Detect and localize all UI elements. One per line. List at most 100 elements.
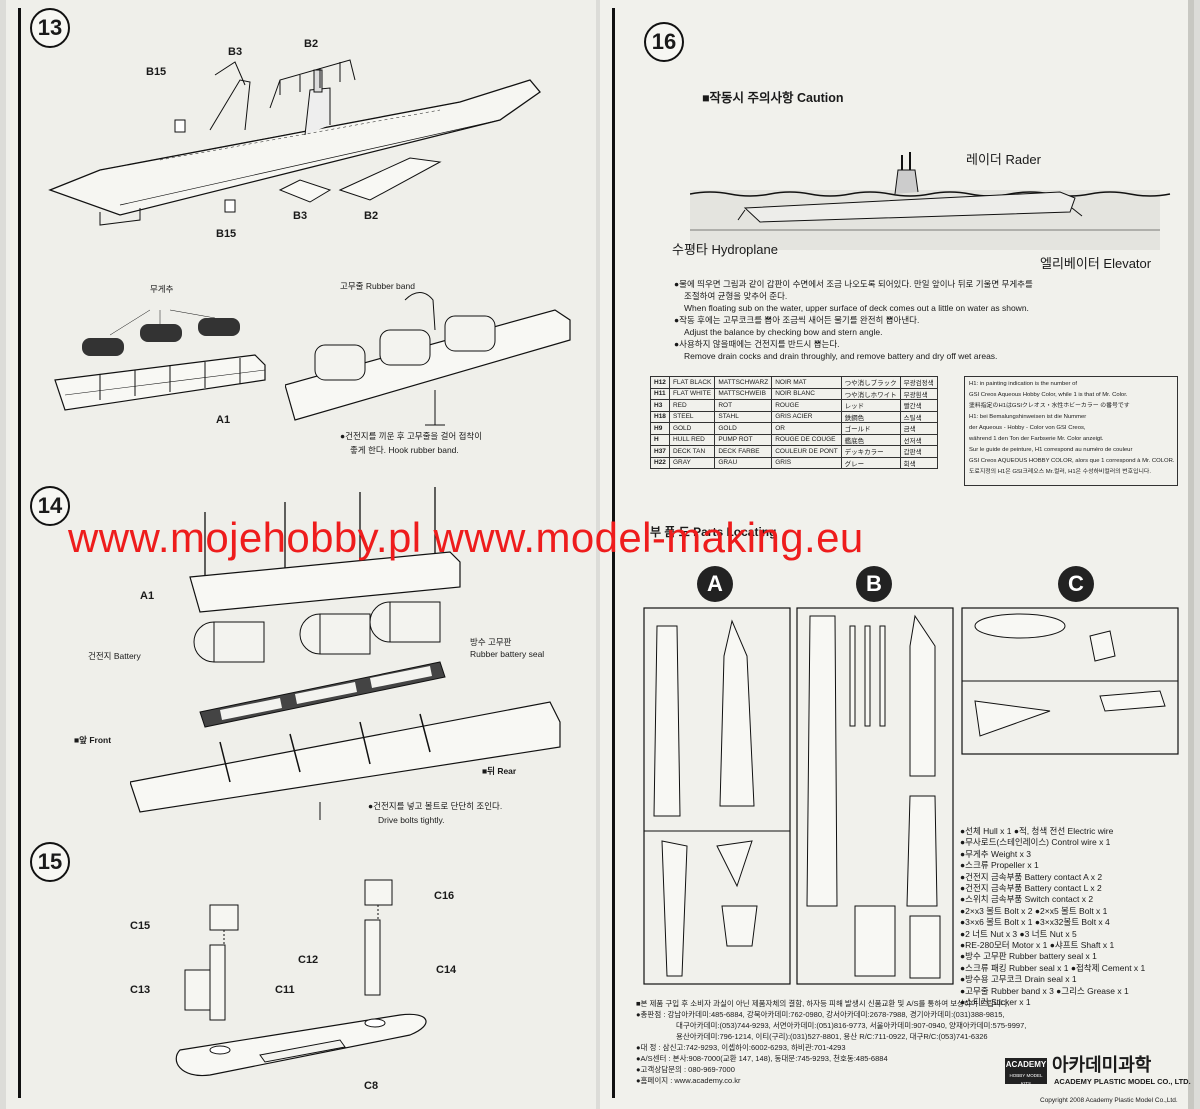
paint-name-cell: HULL RED <box>668 433 716 446</box>
paint-name-cell: 스틸색 <box>899 410 938 423</box>
paint-name-cell: RED <box>668 399 716 412</box>
label-c8: C8 <box>364 1080 379 1092</box>
parts-list-item: ●방수 고무판 Rubber battery seal x 1 <box>960 951 1097 962</box>
paint-name-cell: OR <box>771 422 842 435</box>
watermark-text: www.mojehobby.pl www.model-making.eu <box>68 514 864 561</box>
step-13-badge: 13 <box>30 8 70 48</box>
footer-note-line: ●총판점 : 강남아카데미:485-6884, 강북아카데미:762-0980,… <box>636 1010 1005 1019</box>
page-border <box>612 8 615 1098</box>
page-border <box>18 8 21 1098</box>
paint-name-cell: DECK FARBE <box>714 445 773 458</box>
runner-a-drawing <box>643 607 791 985</box>
parts-list: ●선체 Hull x 1 ●적, 청색 전선 Electric wire ●무사… <box>960 826 1190 1009</box>
parts-list-item: ●스크류 패킹 Rubber seal x 1 ●접착제 Cement x 1 <box>960 962 1146 973</box>
label-c11: C11 <box>275 984 295 996</box>
paint-name-cell: 무광검정색 <box>899 376 938 389</box>
note-line: ●작동 후에는 고무코크를 뽑아 조금씩 새어든 물기를 완전히 뽑아낸다. <box>674 315 920 325</box>
elevator-label: 엘리베이터 Elevator <box>1040 256 1152 271</box>
step-13-hull-drawing <box>48 59 541 226</box>
paint-name-cell: 鉄鋼色 <box>840 410 901 423</box>
legend-line: GSI Creos AQUEOUS HOBBY COLOR, alors que… <box>969 458 1175 464</box>
footer-note-line: ●홈페이지 : www.academy.co.kr <box>636 1076 741 1085</box>
paint-name-cell: ROUGE <box>771 399 842 412</box>
paint-name-cell: MATTSCHWARZ <box>714 376 773 389</box>
label-c13: C13 <box>130 984 151 996</box>
footer-service-notes: ■본 제품 구입 후 소비자 과실이 아닌 제품자체의 결함, 하자등 피해 발… <box>636 998 1086 1086</box>
paint-name-cell: 艦底色 <box>840 433 901 446</box>
academy-logo: ACADEMY HOBBY MODEL KITS <box>1005 1058 1047 1086</box>
note-line: Remove drain cocks and drain throughly, … <box>684 351 998 361</box>
paint-code-cell: H22 <box>650 456 670 469</box>
step-14-badge: 14 <box>30 486 70 526</box>
paint-name-cell: DECK TAN <box>668 445 716 458</box>
runner-c-badge: C <box>1058 566 1094 602</box>
paint-name-cell: グレー <box>840 456 901 469</box>
parts-list-item: ●건전지 금속부품 Battery contact L x 2 <box>960 883 1102 894</box>
step-13-note-line1: ●건전지를 끼운 후 고무줄을 걸어 접착이 <box>340 431 483 441</box>
parts-list-item: ●건전지 금속부품 Battery contact A x 2 <box>960 871 1103 882</box>
paint-name-cell: つや消しブラック <box>840 376 901 389</box>
rubber-band-drawing <box>285 292 571 426</box>
label-b3-bottom: B3 <box>293 210 308 222</box>
paint-name-cell: NOIR BLANC <box>771 387 842 400</box>
footer-note-line: ●A/S센터 : 본사:908-7000(교환 147, 148), 동대문:7… <box>636 1054 888 1063</box>
paint-name-cell: レッド <box>840 399 901 412</box>
caution-heading: ■작동시 주의사항 Caution <box>702 91 844 105</box>
step-14-note-line1: ●건전지를 넣고 볼트로 단단히 조인다. <box>368 801 503 811</box>
parts-list-item: ●3×x6 볼트 Bolt x 1 ●3×x32볼트 Bolt x 4 <box>960 917 1110 928</box>
paint-code-cell: H11 <box>650 387 670 400</box>
parts-list-item: ●스크류 Propeller x 1 <box>960 860 1039 871</box>
parts-list-item: ●방수용 고무코크 Drain seal x 1 <box>960 974 1077 985</box>
step-15-stand-drawing <box>175 879 427 1077</box>
paint-name-cell: GOLD <box>714 422 773 435</box>
battery-box-drawing <box>54 309 266 411</box>
parts-list-item: ●2 너트 Nut x 3 ●3 너트 Nut x 5 <box>960 928 1077 939</box>
paint-name-cell: 회색 <box>899 456 938 469</box>
legend-line: 도료지정의 H1은 GSI크레오스 Mr.컬러, H1은 수성하비컬러의 번호입… <box>969 469 1151 475</box>
note-line: ●물에 띄우면 그림과 같이 갑판이 수면에서 조금 나오도록 되어있다. 만일… <box>674 279 1033 289</box>
note-line: Adjust the balance by checking bow and s… <box>684 327 883 337</box>
label-b2-top: B2 <box>304 38 319 50</box>
label-c12: C12 <box>298 954 319 966</box>
legend-line: während 1 den Ton der Farbserie Mr. Colo… <box>969 436 1104 442</box>
parts-list-item: ●고무줄 Rubber band x 3 ●그리스 Grease x 1 <box>960 985 1129 996</box>
paint-name-cell: 무광흰색 <box>899 387 938 400</box>
paint-name-cell: ゴールド <box>840 422 901 435</box>
paint-code-cell: H12 <box>650 376 670 389</box>
label-a1-step13: A1 <box>216 414 231 426</box>
paint-code-cell: H3 <box>650 399 670 412</box>
paint-legend-box: H1: in painting indication is the number… <box>964 376 1178 486</box>
paint-name-cell: デッキカラー <box>840 445 901 458</box>
paint-name-cell: PUMP ROT <box>714 433 773 446</box>
paint-name-cell: MATTSCHWEIB <box>714 387 773 400</box>
legend-line: H1: bei Bemalungshinweisen ist die Numme… <box>969 414 1087 420</box>
paint-code-cell: H <box>650 433 670 446</box>
footer-note-line: ●대 정 : 삼신고:742-9293, 이셉하이:6002-6293, 하비관… <box>636 1043 846 1052</box>
step-14-note-line2: Drive bolts tightly. <box>378 815 445 825</box>
paint-name-cell: ROT <box>714 399 773 412</box>
front-label: ■앞 Front <box>74 735 112 745</box>
paint-name-cell: GOLD <box>668 422 716 435</box>
parts-list-item: ●2×x3 볼트 Bolt x 2 ●2×x5 볼트 Bolt x 1 <box>960 905 1108 916</box>
note-line: 조절하여 균형을 맞추어 준다. <box>684 291 788 301</box>
parts-list-item: ●RE-280모터 Motor x 1 ●샤프트 Shaft x 1 <box>960 940 1115 951</box>
step-13-note-line2: 좋게 한다. Hook rubber band. <box>350 445 459 455</box>
parts-list-item: ●선체 Hull x 1 ●적, 청색 전선 Electric wire <box>960 826 1114 836</box>
label-c14: C14 <box>436 964 457 976</box>
battery-label: 건전지 Battery <box>88 651 141 661</box>
step-16-badge: 16 <box>644 22 684 62</box>
hydroplane-label: 수평타 Hydroplane <box>672 242 778 257</box>
paint-name-cell: 선저색 <box>899 433 938 446</box>
paint-name-cell: COULEUR DE PONT <box>771 445 842 458</box>
note-line: ●사용하지 않을때에는 건전지를 반드시 뽑는다. <box>674 339 840 349</box>
footer-note-line: ●고객상담문의 : 080-969-7000 <box>636 1065 735 1074</box>
copyright: Copyright 2008 Academy Plastic Model Co.… <box>1040 1097 1178 1104</box>
rubber-band-label: 고무줄 Rubber band <box>340 281 415 291</box>
